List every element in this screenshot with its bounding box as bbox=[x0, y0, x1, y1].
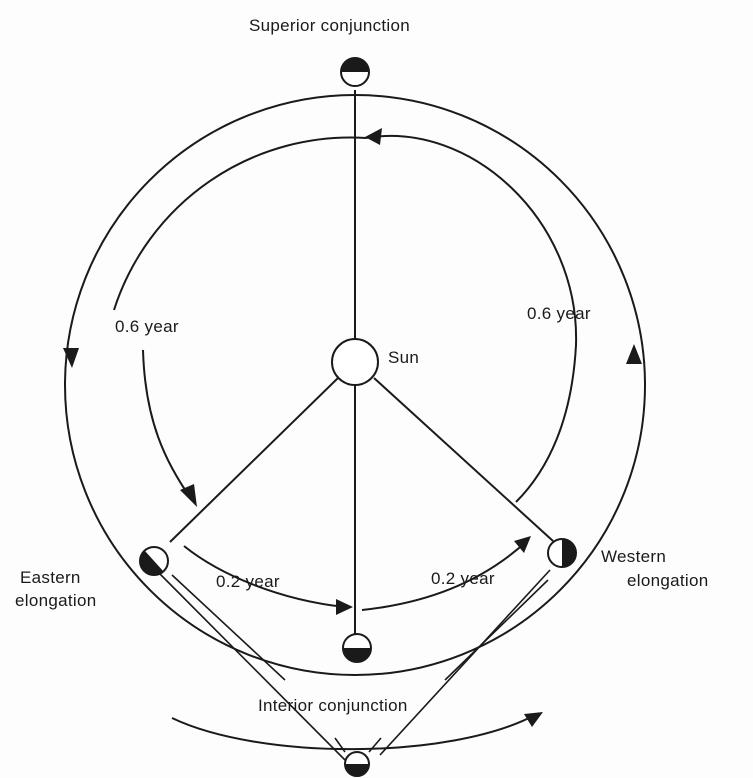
planet-interior bbox=[343, 634, 371, 662]
arrowhead-top-inner bbox=[365, 128, 382, 145]
line-sun-western bbox=[374, 378, 553, 541]
label-interior-conjunction: Interior conjunction bbox=[258, 696, 408, 715]
label-eastern-elongation-line1: Eastern bbox=[20, 568, 81, 587]
arc-right-lower bbox=[516, 345, 576, 502]
label-western-elongation-line1: Western bbox=[601, 547, 666, 566]
label-period-right: 0.6 year bbox=[527, 304, 591, 323]
arc-left-upper bbox=[114, 137, 366, 310]
sightline-right-2 bbox=[445, 580, 548, 680]
arrowhead-orbit-right bbox=[626, 344, 642, 364]
sightline-western bbox=[380, 570, 550, 755]
planet-eastern bbox=[140, 547, 168, 576]
label-sun: Sun bbox=[388, 348, 419, 367]
label-period-bottom-left: 0.2 year bbox=[216, 572, 280, 591]
sun-circle bbox=[332, 339, 378, 385]
sightline-eastern bbox=[158, 572, 345, 760]
label-period-bottom-right: 0.2 year bbox=[431, 569, 495, 588]
arc-left-lower bbox=[143, 350, 192, 500]
label-western-elongation-line2: elongation bbox=[627, 571, 708, 590]
label-eastern-elongation-line2: elongation bbox=[15, 591, 96, 610]
planet-western bbox=[548, 539, 576, 567]
label-superior-conjunction: Superior conjunction bbox=[249, 16, 410, 35]
planet-superior bbox=[341, 58, 369, 86]
arc-earth-orbit bbox=[172, 715, 535, 749]
line-sun-eastern bbox=[170, 378, 338, 542]
arrowhead-bottom-left bbox=[336, 599, 353, 615]
label-period-left: 0.6 year bbox=[115, 317, 179, 336]
